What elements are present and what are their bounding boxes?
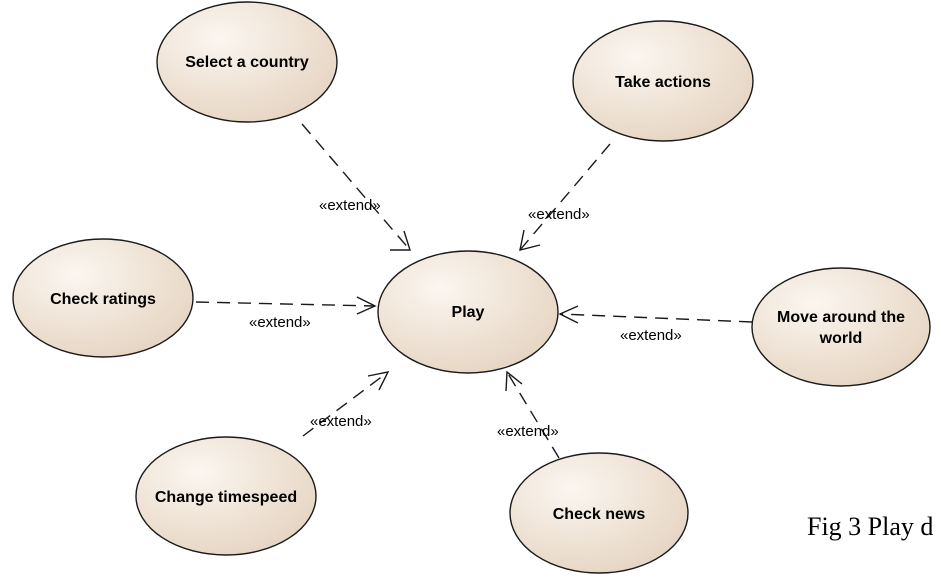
use-case-move-around-the-world: Move around the world (751, 267, 931, 387)
extend-label-change-timespeed: «extend» (310, 413, 372, 430)
extend-label-select-country: «extend» (319, 197, 381, 214)
use-case-ellipse (572, 20, 754, 142)
use-case-label: Check news (553, 506, 646, 523)
edge-move-around-play (559, 313, 753, 323)
stereotype-labels: «extend» «extend» «extend» «extend» «ext… (249, 197, 682, 440)
use-case-select-country: Select a country (156, 1, 338, 123)
edge-change-timespeed-play (302, 371, 389, 437)
use-case-label: Take actions (615, 74, 711, 91)
use-case-ellipse (509, 452, 689, 574)
arrowhead-move-around-play (558, 305, 579, 324)
use-case-take-actions: Take actions (572, 20, 754, 142)
use-case-label: Change timespeed (155, 489, 297, 506)
use-case-check-news: Check news (509, 452, 689, 574)
edge-check-news-play (506, 371, 560, 459)
use-case-ellipse (751, 267, 931, 387)
extend-label-take-actions: «extend» (528, 206, 590, 223)
use-case-label-line-1: Move around the (777, 309, 905, 326)
arrowhead-take-actions-play (519, 229, 541, 251)
extend-label-move-around: «extend» (620, 327, 682, 344)
use-case-change-timespeed: Change timespeed (135, 436, 317, 556)
edge-take-actions-play (519, 143, 611, 251)
arrowhead-check-news-play (505, 370, 523, 392)
use-case-ellipse (12, 238, 194, 358)
use-case-label: Check ratings (50, 291, 156, 308)
use-case-label: Select a country (185, 54, 309, 71)
extend-edges (195, 123, 753, 459)
arrowhead-check-ratings-play (356, 296, 377, 315)
arrowhead-change-timespeed-play (367, 371, 390, 391)
extend-label-check-ratings: «extend» (249, 314, 311, 331)
use-case-label: Play (452, 304, 485, 321)
use-case-ellipse (377, 250, 559, 374)
extend-label-check-news: «extend» (497, 423, 559, 440)
figure-caption: Fig 3 Play d (807, 512, 933, 541)
use-case-play: Play (377, 250, 559, 374)
use-case-ellipse (156, 1, 338, 123)
use-case-ellipse (135, 436, 317, 556)
edge-select-country-play (301, 123, 411, 251)
arrowhead-select-country-play (390, 230, 411, 251)
use-case-label-line-2: world (819, 330, 863, 347)
use-case-check-ratings: Check ratings (12, 238, 194, 358)
edge-check-ratings-play (195, 301, 376, 307)
